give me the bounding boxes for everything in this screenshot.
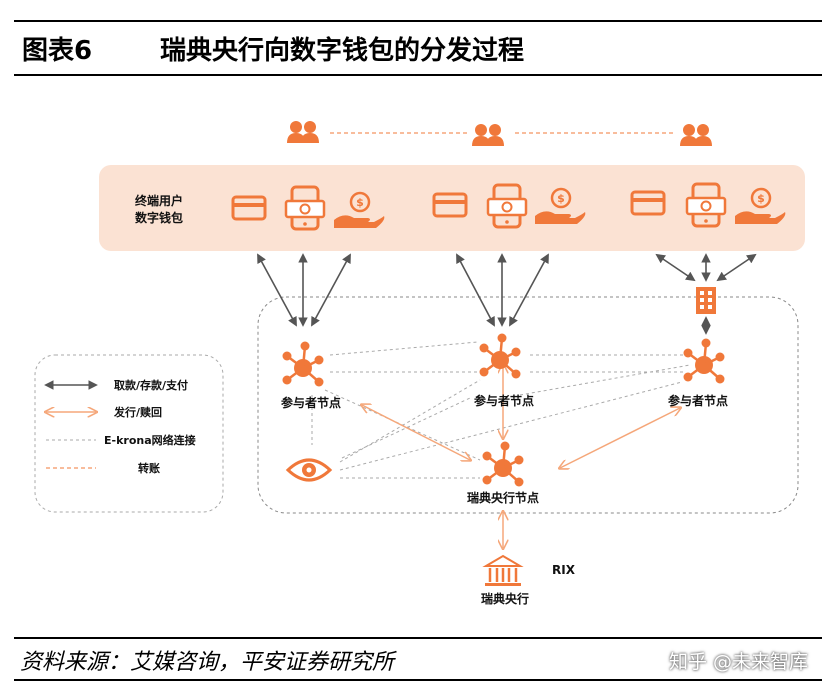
wallet-bar (99, 165, 805, 251)
participant-node-label-3: 参与者节点 (668, 393, 728, 408)
participant-node-label-1: 参与者节点 (281, 395, 341, 410)
central-node-label: 瑞典央行节点 (467, 490, 539, 505)
wallet-label-line1: 终端用户 (135, 193, 183, 208)
building-icon (696, 287, 716, 314)
rix-label: RIX (552, 563, 576, 577)
wallet-label-line2: 数字钱包 (135, 210, 183, 225)
person-pair-icon (472, 124, 504, 146)
network-node-icon (281, 340, 325, 388)
legend-network: E-krona网络连接 (104, 433, 196, 447)
riksbank-label: 瑞典央行 (481, 591, 529, 606)
watermark: 知乎 @未来智库 (668, 651, 808, 673)
figure-title: 瑞典央行向数字钱包的分发过程 (160, 36, 525, 66)
person-pair-icon (680, 124, 712, 146)
legend-box (34, 354, 224, 513)
legend-transfer: 转账 (138, 461, 160, 475)
figure-label: 图表6 (22, 36, 93, 66)
bank-icon (482, 554, 524, 586)
issue-arrows (362, 365, 680, 548)
participant-node-label-2: 参与者节点 (474, 393, 534, 408)
source-note: 资料来源：艾媒咨询，平安证券研究所 (20, 650, 395, 675)
person-pair-icon (287, 121, 319, 143)
footer-bar: 资料来源：艾媒咨询，平安证券研究所 知乎 @未来智库 (14, 637, 822, 681)
eye-icon (285, 458, 333, 482)
title-bar: 图表6 瑞典央行向数字钱包的分发过程 (14, 20, 822, 76)
network-node-icon (481, 440, 525, 488)
network-node-icon (682, 337, 726, 385)
withdraw-arrows (257, 253, 757, 335)
legend-issue: 发行/赎回 (113, 405, 162, 419)
legend-withdraw: 取款/存款/支付 (114, 378, 188, 392)
network-node-icon (478, 332, 522, 380)
